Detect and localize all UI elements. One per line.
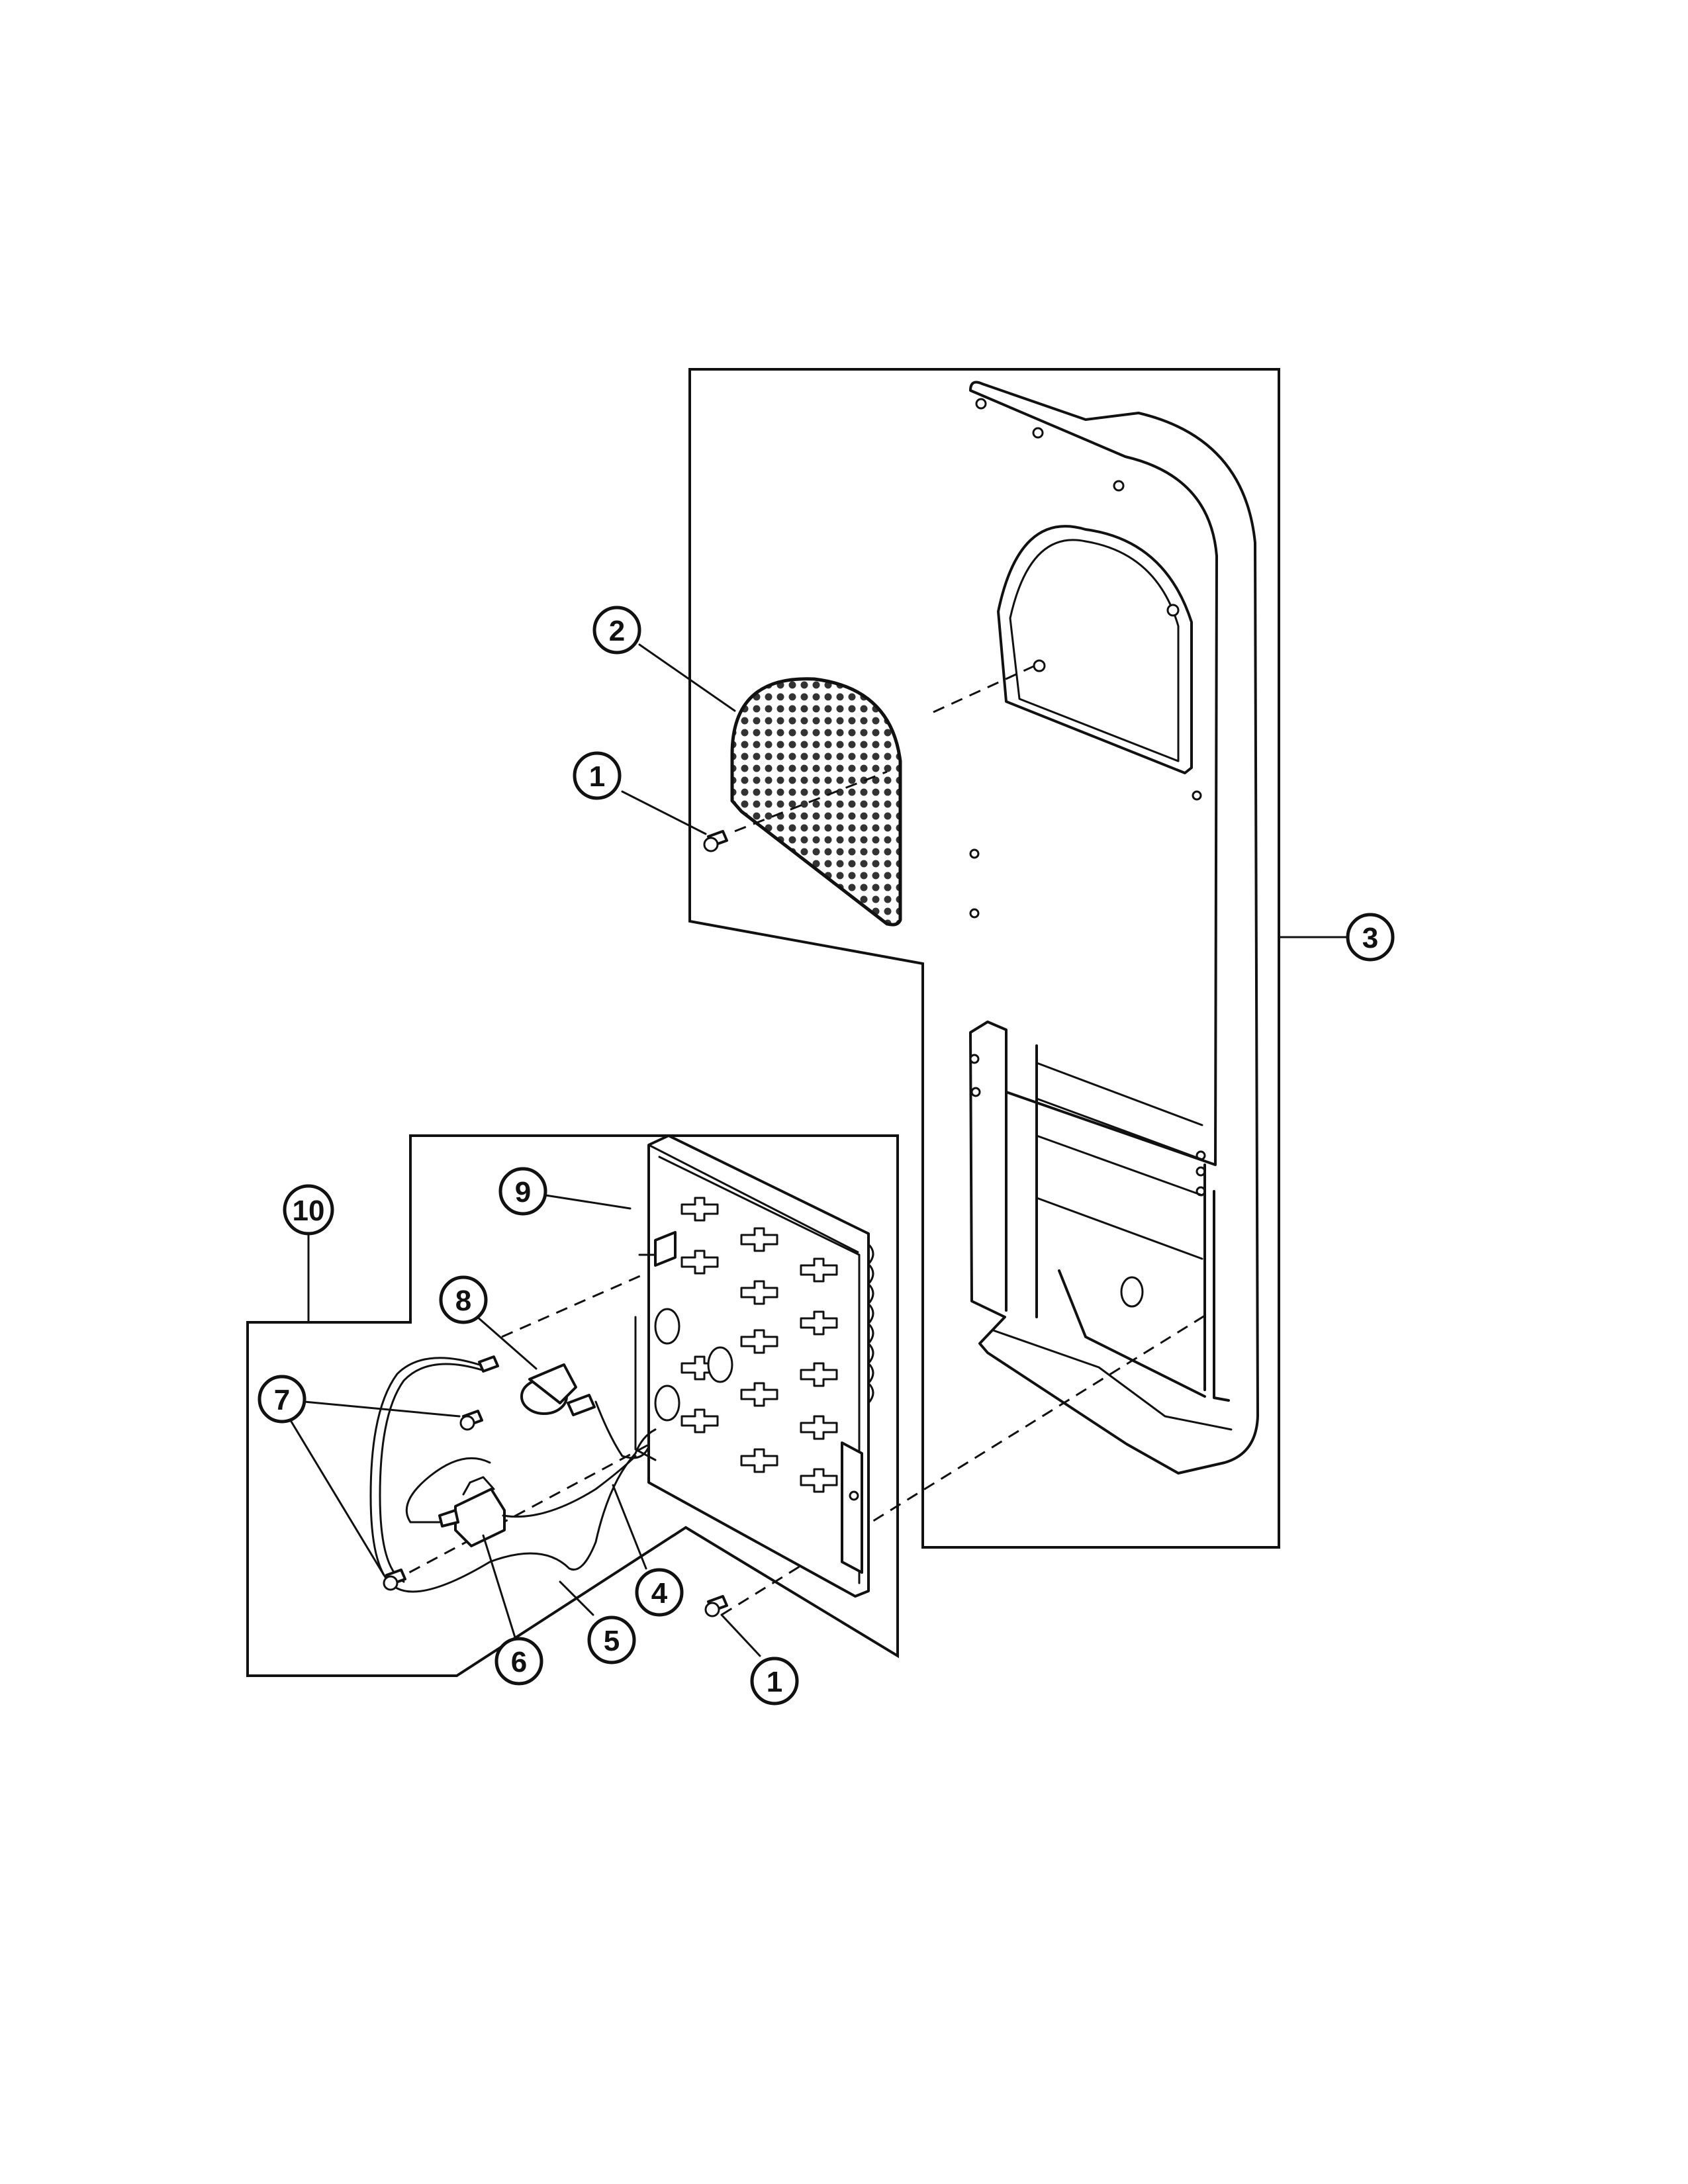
- back-panel: [969, 381, 1259, 1475]
- leader-lines: [290, 643, 1349, 1657]
- callout-10: 10: [283, 1184, 334, 1236]
- screw-7a: [459, 1410, 483, 1431]
- screw-7b: [383, 1569, 406, 1591]
- screw-bottom: [704, 1595, 728, 1617]
- heater-board: [634, 1134, 874, 1598]
- svg-text:9: 9: [515, 1176, 531, 1208]
- lower-assembly-frame: [246, 1134, 899, 1677]
- svg-text:5: 5: [604, 1625, 620, 1657]
- svg-text:6: 6: [511, 1646, 527, 1678]
- svg-text:8: 8: [455, 1285, 471, 1317]
- screw-top: [703, 830, 728, 852]
- terminal-grid: [680, 1197, 838, 1493]
- callout-9: 9: [498, 1167, 547, 1216]
- wire-harness: [369, 1357, 657, 1593]
- svg-text:2: 2: [609, 615, 625, 647]
- callout-1-bottom: 1: [750, 1657, 799, 1706]
- callout-2: 2: [592, 606, 641, 655]
- callout-1-top: 1: [573, 751, 622, 800]
- alignment-lines: [391, 662, 1205, 1616]
- callout-5: 5: [587, 1615, 636, 1664]
- svg-text:3: 3: [1362, 922, 1378, 954]
- svg-text:1: 1: [589, 760, 605, 793]
- lint-screen: [730, 677, 902, 927]
- callout-6: 6: [494, 1637, 543, 1686]
- svg-text:4: 4: [651, 1577, 668, 1610]
- svg-text:7: 7: [274, 1384, 290, 1416]
- upper-assembly-frame: [688, 368, 1280, 1549]
- callout-3: 3: [1346, 913, 1395, 962]
- callout-8: 8: [439, 1275, 488, 1324]
- thermostat: [478, 1355, 596, 1416]
- svg-text:10: 10: [293, 1195, 325, 1227]
- callout-7: 7: [258, 1375, 306, 1424]
- svg-text:1: 1: [767, 1666, 782, 1698]
- callout-4: 4: [635, 1568, 684, 1617]
- high-limit-fuse: [438, 1476, 506, 1547]
